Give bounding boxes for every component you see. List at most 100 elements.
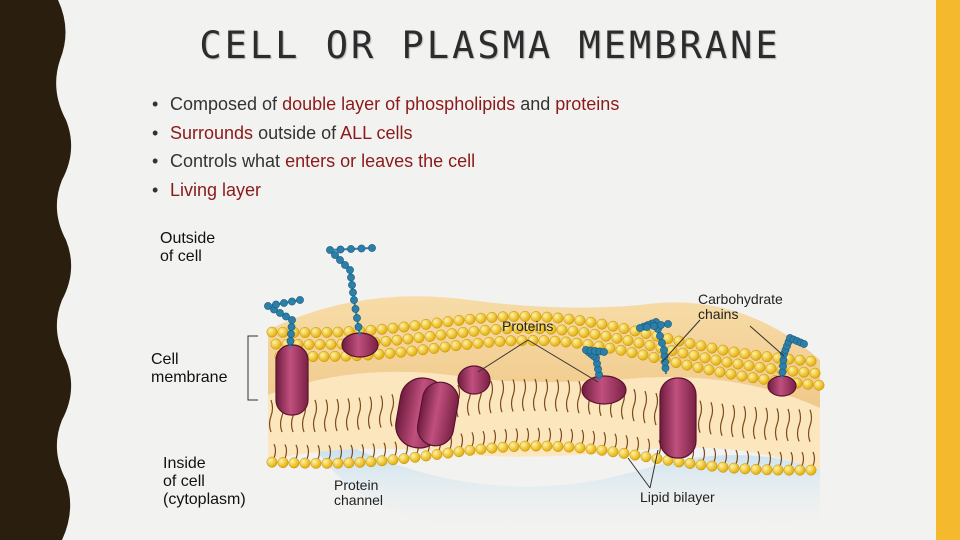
lipid-head (288, 457, 300, 469)
lipid-head (354, 456, 366, 468)
membrane-bracket (247, 335, 258, 401)
lipid-tail (356, 397, 362, 430)
lipid-tail (323, 399, 329, 432)
lipid-tail (785, 408, 791, 442)
bullet-segment: Controls what (170, 151, 286, 172)
lipid-head (695, 459, 707, 471)
lipid-head (321, 457, 333, 469)
lipid-head (266, 326, 278, 338)
lipid-tail (548, 427, 552, 443)
lipid-head (384, 347, 396, 359)
lipid-tail (334, 398, 340, 432)
lipid-head (750, 349, 762, 361)
lipid-head (556, 324, 568, 336)
lipid-head (805, 464, 817, 476)
carb-bead (288, 297, 296, 306)
lipid-head (571, 337, 583, 349)
lipid-head (475, 443, 487, 455)
lipid-head (376, 455, 388, 467)
lipid-head (743, 360, 755, 372)
lipid-head (468, 325, 480, 337)
lipid-tail (350, 444, 354, 460)
carbohydrate-pointer-line (661, 319, 785, 363)
outside-label-line-1: Outside (160, 230, 216, 247)
lipid-head (794, 464, 806, 476)
carb-bead (348, 281, 356, 289)
lipid-head (600, 330, 612, 342)
lipid-tail (713, 447, 717, 463)
lipid-head (277, 457, 289, 468)
lipid-tail (763, 407, 769, 441)
lipid-tail (570, 428, 574, 444)
lipid-head (442, 316, 454, 328)
lipid-head (578, 327, 590, 339)
lipid-head (633, 337, 645, 349)
lipid-tail (537, 427, 541, 443)
lipid-head (706, 342, 718, 354)
lipid-head (802, 378, 814, 390)
carb-bead (336, 245, 345, 254)
lipid-head (310, 457, 322, 469)
carb-bead (287, 330, 295, 338)
lipid-head (486, 311, 498, 323)
lipid-tail (532, 378, 538, 412)
lipid-head (270, 338, 282, 350)
carb-bead (349, 288, 357, 297)
lipid-bilayer-label: Lipid bilayer (640, 489, 715, 505)
lipid-head (497, 311, 509, 323)
lipid-head (670, 357, 682, 369)
lipid-head (343, 457, 355, 469)
lipid-head (479, 324, 491, 336)
lipid-tail (394, 441, 398, 456)
bullet-item: •Composed of double layer of phospholipi… (152, 92, 619, 121)
carb-bead (354, 323, 363, 331)
lipid-head (761, 351, 773, 363)
lipid-head (552, 440, 564, 452)
lipid-head (373, 348, 385, 360)
lipid-tail (526, 427, 530, 443)
lipid-head (464, 313, 476, 325)
right-accent-bar (936, 0, 960, 540)
lipid-head (681, 359, 693, 371)
carbohydrate-chains (264, 244, 808, 381)
lipid-head (523, 322, 535, 334)
channel-label-line-2: channel (334, 492, 384, 508)
bullet-dot: • (152, 94, 159, 114)
lipid-head (677, 347, 689, 359)
lipid-head (699, 352, 711, 364)
carbohydrate-label-line-2: chains (698, 306, 739, 322)
carb-bead (272, 300, 280, 309)
lipid-head (508, 441, 520, 452)
lipid-tail (768, 451, 772, 467)
lipid-head (420, 318, 432, 330)
lipid-tail (642, 390, 648, 424)
lipid-head (453, 446, 465, 458)
lipid-head (439, 341, 451, 353)
lipid-head (739, 348, 751, 360)
lipid-head (398, 321, 410, 333)
bullet-segment: and (515, 94, 556, 114)
lipid-head (728, 346, 740, 358)
lipid-head (596, 444, 608, 456)
carb-bead (351, 305, 360, 313)
lipid-tail (378, 395, 384, 428)
lipid-head (750, 463, 762, 475)
lipid-head (618, 323, 630, 335)
lipid-head (688, 350, 700, 361)
lipid-head (497, 441, 509, 453)
membrane-label-line-1: Cell (151, 351, 179, 368)
lipid-tail (317, 445, 321, 460)
lipid-head (626, 347, 638, 359)
lipid-head (563, 441, 575, 453)
lipid-tail (636, 436, 640, 452)
carb-bead (353, 314, 361, 322)
lipid-tail (268, 399, 274, 433)
carb-bead (331, 251, 339, 259)
protein-surface-far-right (767, 375, 797, 397)
bullet-segment-highlight: Living layer (170, 179, 262, 200)
lipid-head (567, 325, 579, 337)
bullet-segment: outside of (253, 122, 341, 143)
lipid-head (387, 322, 399, 334)
lipid-head (695, 340, 707, 352)
lipid-head (431, 317, 443, 329)
